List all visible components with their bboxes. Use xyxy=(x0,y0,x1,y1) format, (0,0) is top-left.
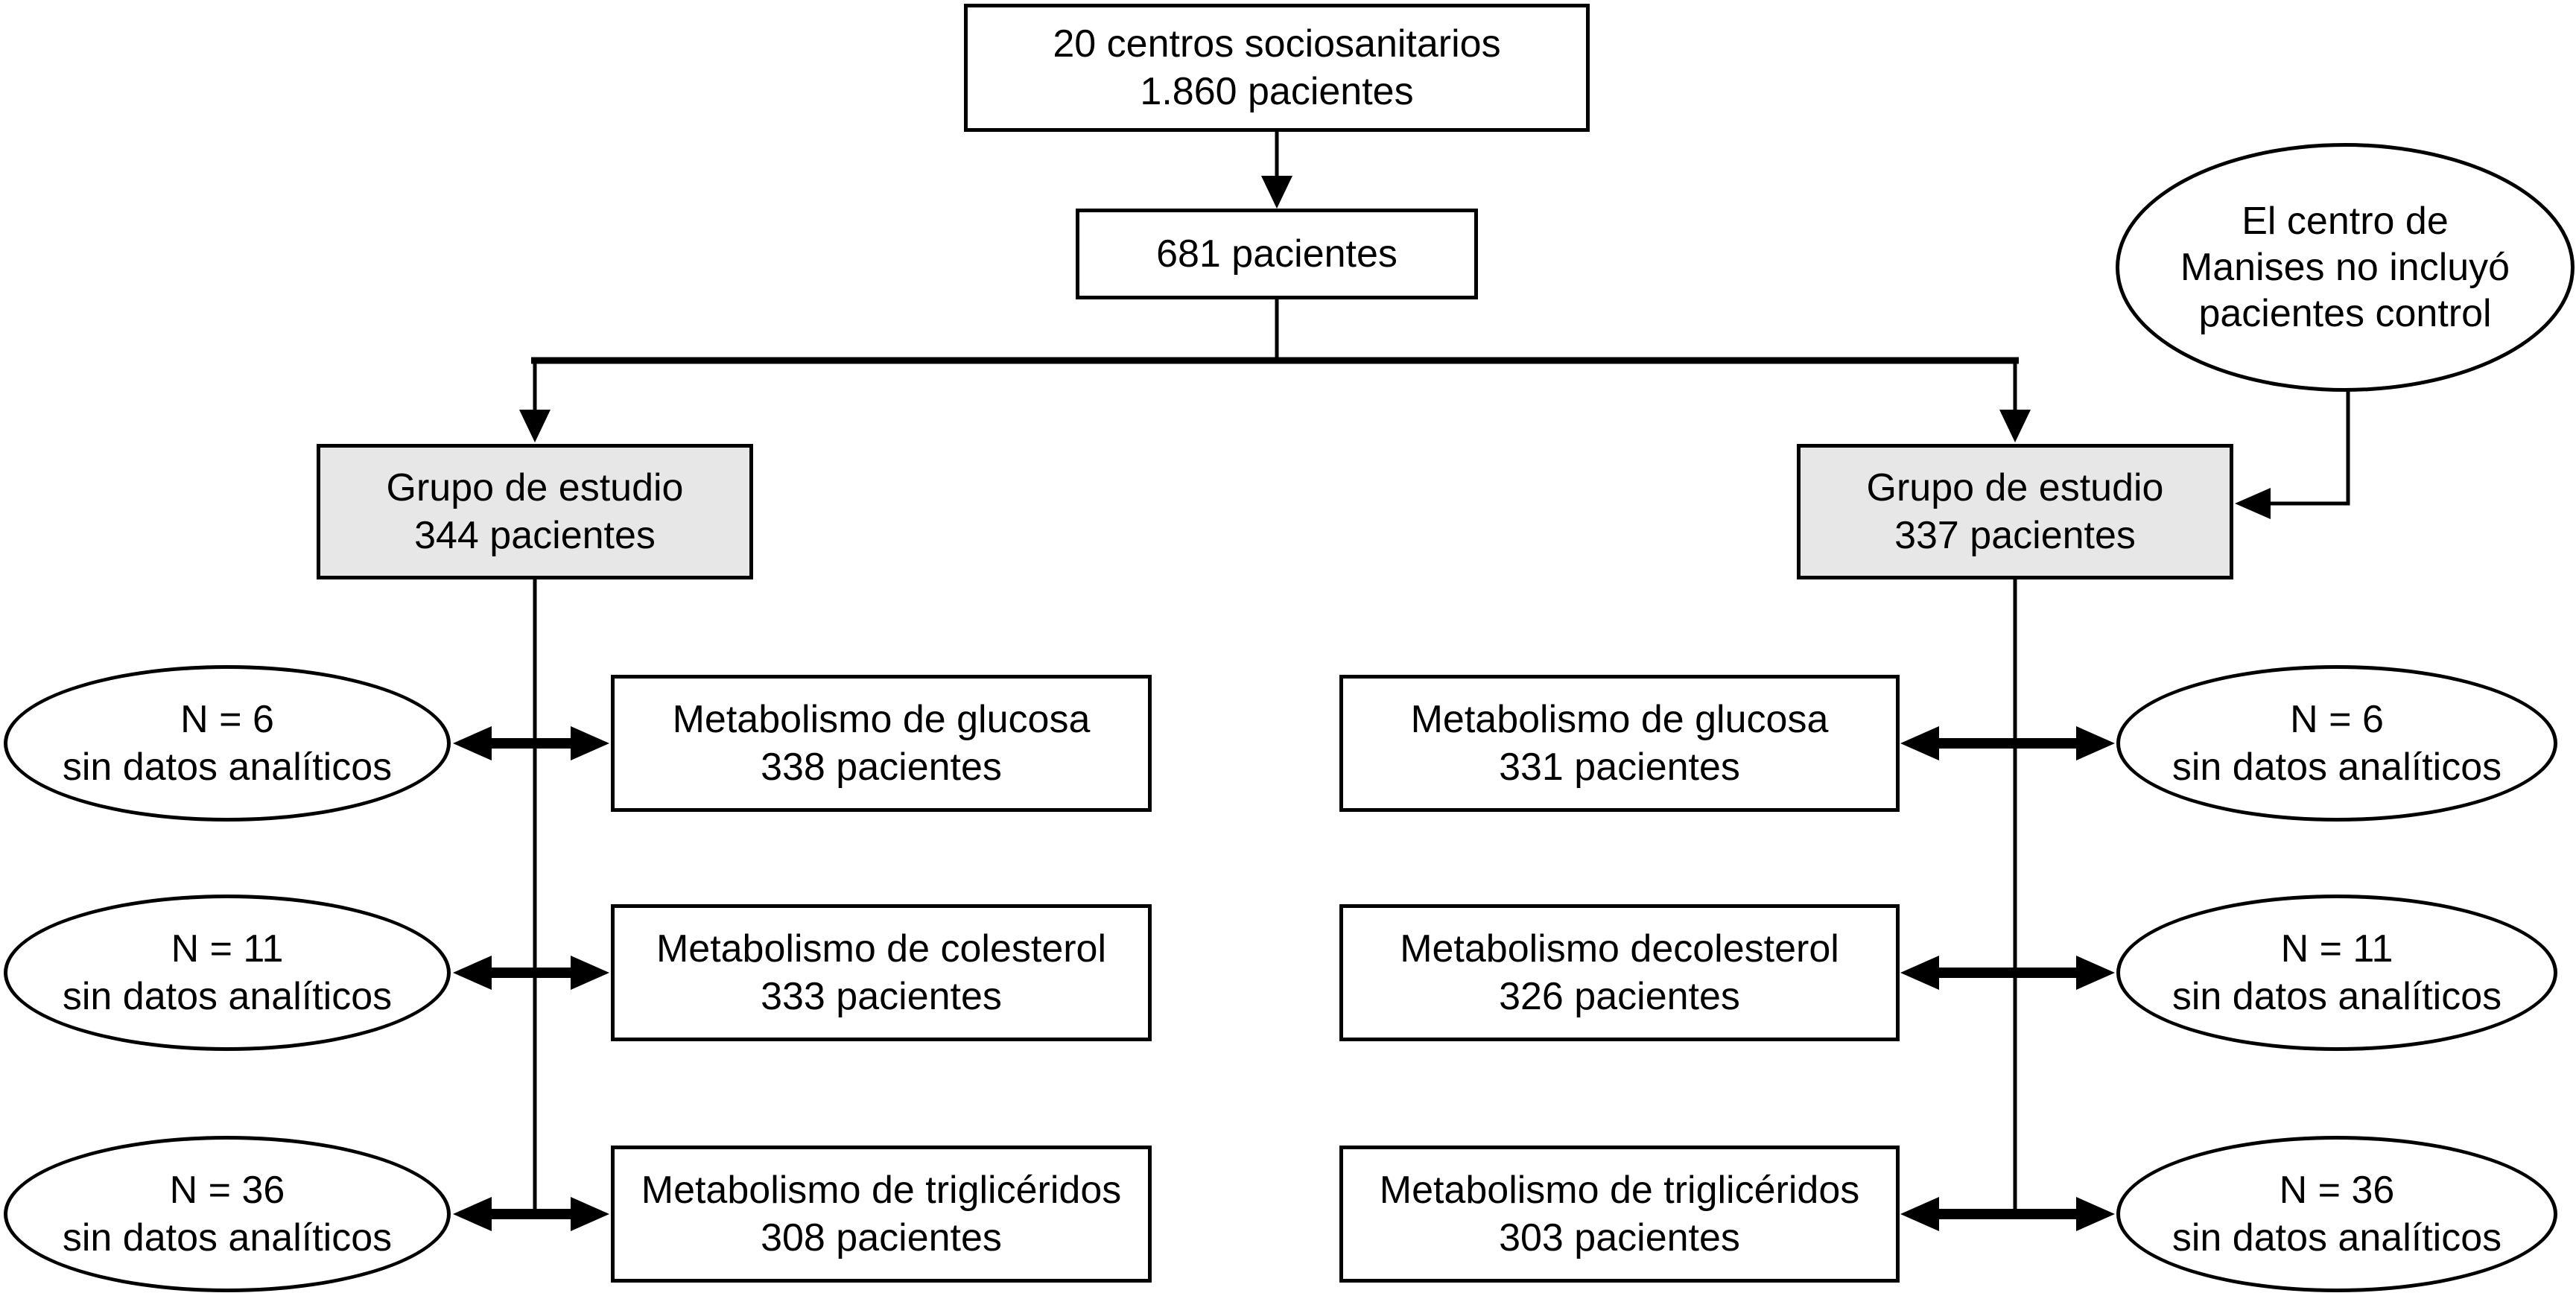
study-group-right-box: Grupo de estudio 337 pacientes xyxy=(1797,444,2233,579)
included-patients-box: 681 pacientes xyxy=(1076,209,1478,299)
outcome-box-left-row3: Metabolismo de triglicéridos 308 pacient… xyxy=(611,1146,1152,1283)
study-group-right-line1: Grupo de estudio xyxy=(1866,466,2164,509)
manises-note-line1: El centro de xyxy=(2242,200,2449,243)
outcome-right-row2-line2: 326 pacientes xyxy=(1499,975,1740,1018)
manises-note-line2: Manises no incluyó xyxy=(2180,246,2510,289)
exclusion-right-row1-line1: N = 6 xyxy=(2290,698,2384,741)
outcome-right-row3-line1: Metabolismo de triglicéridos xyxy=(1379,1169,1860,1212)
exclusion-ellipse-left-row2: N = 11 sin datos analíticos xyxy=(4,895,451,1051)
exclusion-ellipse-right-row3: N = 36 sin datos analíticos xyxy=(2116,1136,2557,1292)
outcome-left-row3-line2: 308 pacientes xyxy=(761,1216,1002,1259)
manises-note-line3: pacientes control xyxy=(2198,292,2492,335)
exclusion-right-row3-line1: N = 36 xyxy=(2279,1169,2395,1212)
study-group-right-line2: 337 pacientes xyxy=(1894,514,2136,557)
outcome-left-row1-line2: 338 pacientes xyxy=(761,746,1002,789)
arrowhead-down-included xyxy=(1261,176,1292,209)
source-box: 20 centros sociosanitarios 1.860 pacient… xyxy=(964,4,1590,132)
source-box-line2: 1.860 pacientes xyxy=(1140,70,1414,113)
outcome-left-row2-line1: Metabolismo de colesterol xyxy=(656,927,1107,970)
source-box-line1: 20 centros sociosanitarios xyxy=(1053,22,1501,66)
exclusion-ellipse-left-row3: N = 36 sin datos analíticos xyxy=(4,1136,451,1292)
included-patients-line1: 681 pacientes xyxy=(1156,232,1398,276)
arrowhead-left-manises xyxy=(2235,488,2271,519)
outcome-box-left-row2: Metabolismo de colesterol 333 pacientes xyxy=(611,904,1152,1041)
exclusion-left-row2-line1: N = 11 xyxy=(171,927,284,970)
exclusion-ellipse-right-row2: N = 11 sin datos analíticos xyxy=(2116,895,2557,1051)
outcome-left-row3-line1: Metabolismo de triglicéridos xyxy=(641,1169,1122,1212)
exclusion-left-row3-line2: sin datos analíticos xyxy=(62,1216,393,1259)
outcome-left-row1-line1: Metabolismo de glucosa xyxy=(672,698,1091,741)
study-group-left-line1: Grupo de estudio xyxy=(386,466,684,509)
double-arrow-right-row3 xyxy=(1900,1197,2115,1231)
exclusion-right-row2-line1: N = 11 xyxy=(2280,927,2393,970)
outcome-right-row3-line2: 303 pacientes xyxy=(1499,1216,1740,1259)
arrowhead-down-right-group xyxy=(1999,410,2031,442)
exclusion-left-row1-line1: N = 6 xyxy=(180,698,274,741)
exclusion-left-row3-line1: N = 36 xyxy=(169,1169,285,1212)
outcome-box-right-row1: Metabolismo de glucosa 331 pacientes xyxy=(1339,675,1900,812)
exclusion-ellipse-left-row1: N = 6 sin datos analíticos xyxy=(4,665,451,822)
double-arrow-right-row1 xyxy=(1900,726,2115,760)
exclusion-right-row1-line2: sin datos analíticos xyxy=(2171,746,2502,789)
study-group-left-box: Grupo de estudio 344 pacientes xyxy=(317,444,753,579)
arrowhead-down-left-group xyxy=(519,410,551,442)
exclusion-left-row1-line2: sin datos analíticos xyxy=(62,746,393,789)
manises-note-ellipse: El centro de Manises no incluyó paciente… xyxy=(2116,143,2575,392)
study-group-left-line2: 344 pacientes xyxy=(414,514,656,557)
double-arrow-left-row2 xyxy=(453,956,609,990)
outcome-left-row2-line2: 333 pacientes xyxy=(761,975,1002,1018)
double-arrow-left-row3 xyxy=(453,1197,609,1231)
connector-manises-elbow xyxy=(2269,389,2350,506)
outcome-box-left-row1: Metabolismo de glucosa 338 pacientes xyxy=(611,675,1152,812)
outcome-right-row1-line2: 331 pacientes xyxy=(1499,746,1740,789)
double-arrow-right-row2 xyxy=(1900,956,2115,990)
outcome-box-right-row3: Metabolismo de triglicéridos 303 pacient… xyxy=(1339,1146,1900,1283)
exclusion-right-row3-line2: sin datos analíticos xyxy=(2171,1216,2502,1259)
exclusion-right-row2-line2: sin datos analíticos xyxy=(2171,975,2502,1018)
outcome-right-row2-line1: Metabolismo decolesterol xyxy=(1400,927,1839,970)
outcome-right-row1-line1: Metabolismo de glucosa xyxy=(1410,698,1829,741)
outcome-box-right-row2: Metabolismo decolesterol 326 pacientes xyxy=(1339,904,1900,1041)
exclusion-ellipse-right-row1: N = 6 sin datos analíticos xyxy=(2116,665,2557,822)
exclusion-left-row2-line2: sin datos analíticos xyxy=(62,975,393,1018)
double-arrow-left-row1 xyxy=(453,726,609,760)
